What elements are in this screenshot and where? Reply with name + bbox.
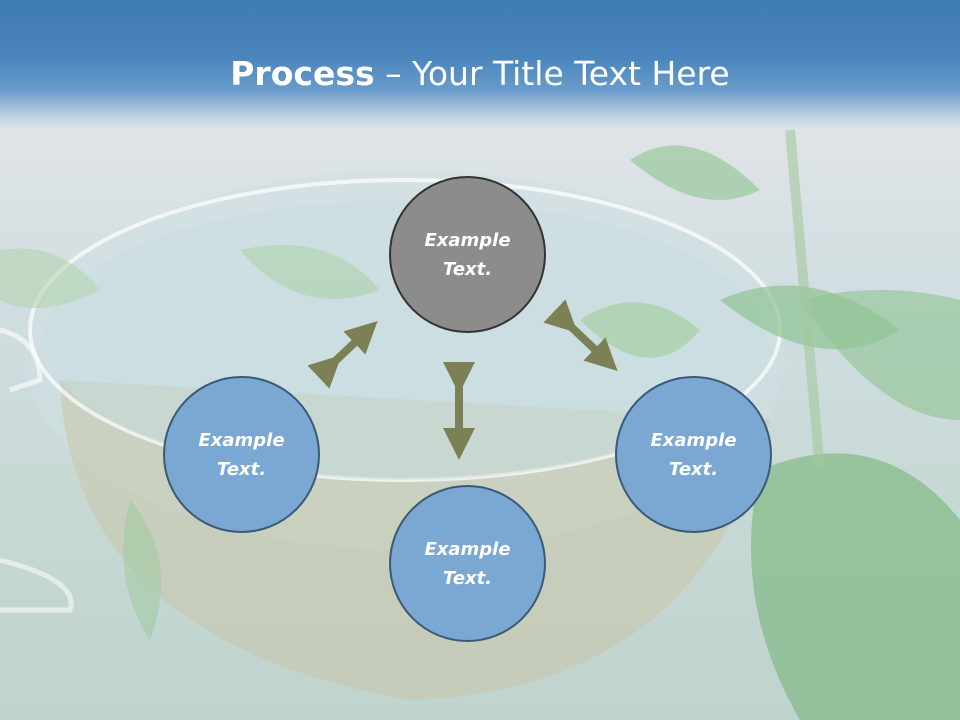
title-bar [0, 0, 960, 130]
arrow-top-right [543, 299, 618, 372]
node-bottom: Example Text. [389, 485, 546, 642]
title-rest: – Your Title Text Here [374, 54, 730, 93]
node-left: Example Text. [163, 376, 320, 533]
node-top-label: Example Text. [424, 229, 511, 280]
title-bold: Process [230, 54, 375, 93]
node-top: Example Text. [389, 176, 546, 333]
slide-title: Process – Your Title Text Here [0, 52, 960, 96]
node-right-label: Example Text. [650, 429, 737, 480]
node-left-label: Example Text. [198, 429, 285, 480]
arrow-top-left [307, 321, 378, 389]
node-bottom-label: Example Text. [424, 538, 511, 589]
node-right: Example Text. [615, 376, 772, 533]
